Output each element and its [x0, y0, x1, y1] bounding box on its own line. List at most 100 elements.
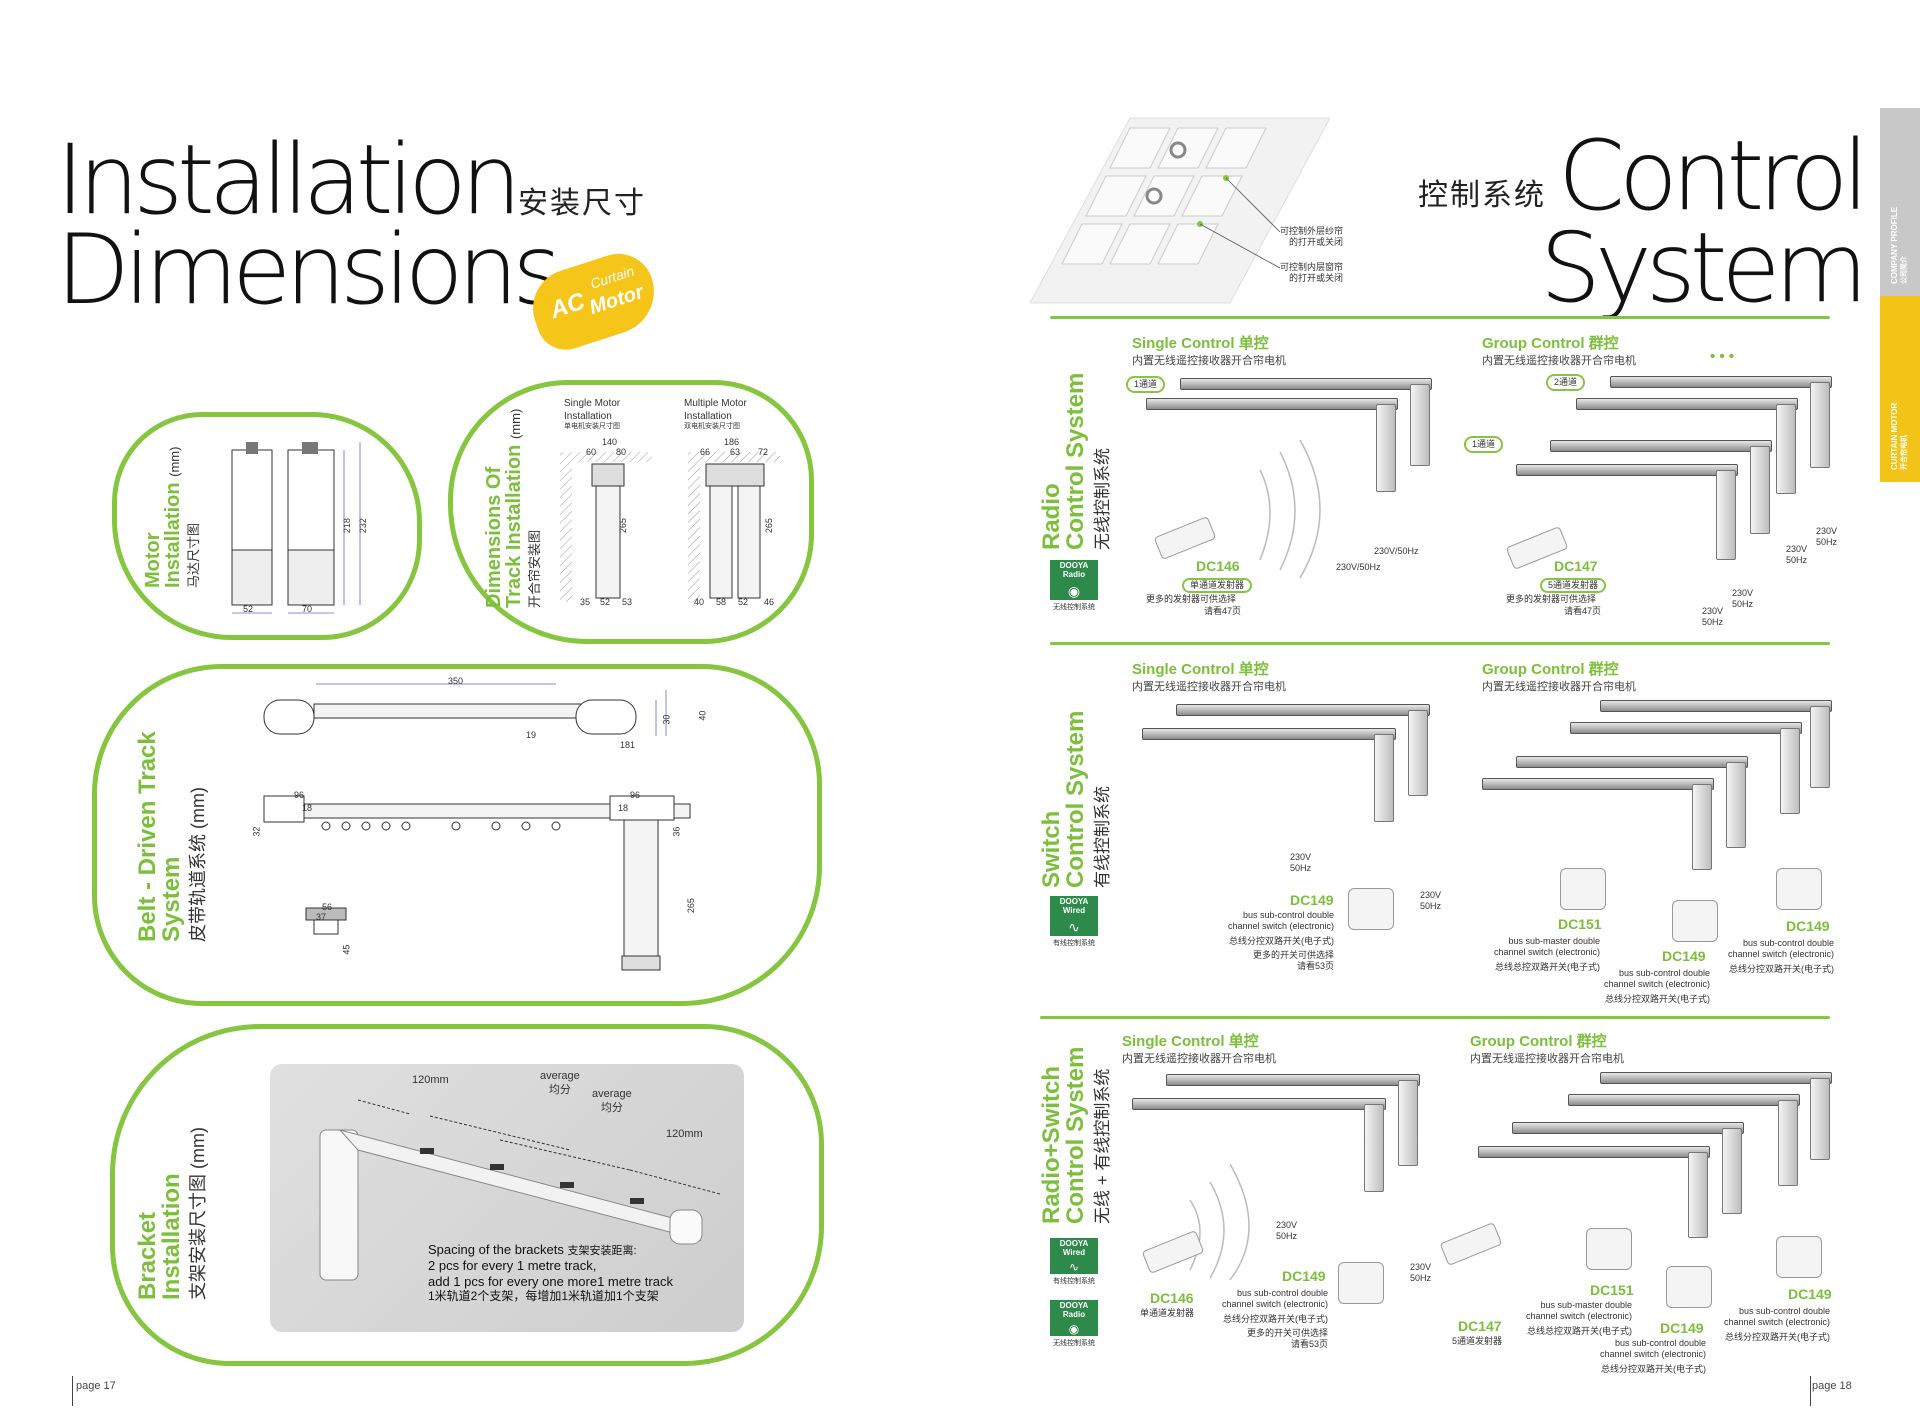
- bracket-unit: (mm): [188, 1127, 208, 1169]
- switch-dc149-desc2: channel switch (electronic): [1227, 921, 1334, 932]
- radio-dc146-more: 更多的发射器可供选择: [1146, 594, 1237, 604]
- multiple-motor-cn: 双电机安装尺寸图: [684, 423, 740, 430]
- combo-group-sub: 内置无线遥控接收器开合帘电机: [1470, 1053, 1624, 1065]
- combo-group-track-3: [1512, 1122, 1744, 1134]
- left-page-margin-line: [72, 1376, 73, 1406]
- divider-radio-top: [1050, 316, 1830, 319]
- radio-group-title-en: Group Control: [1482, 335, 1585, 352]
- combo-single-sub: 内置无线遥控接收器开合帘电机: [1122, 1053, 1276, 1065]
- switch-dc149b-cn: 总线分控双路开关(电子式): [1605, 993, 1710, 1004]
- switch-badge-logo: DOOYA: [1059, 897, 1089, 906]
- combo-dc151-desc1: bus sub-master double: [1540, 1300, 1632, 1310]
- spacing-line1: 2 pcs for every 1 metre track,: [428, 1258, 597, 1274]
- track-dim-265b: 265: [763, 518, 774, 534]
- combo-group-title-en: Group Control: [1470, 1033, 1573, 1050]
- combo-dc149b-cn: 总线分控双路开关(电子式): [1601, 1363, 1706, 1374]
- switch-dc149b-device: [1672, 900, 1718, 942]
- belt-dim-181: 181: [620, 740, 636, 750]
- combo-single-motor-1: [1398, 1080, 1418, 1166]
- switch-dc149-cn: 总线分控双路开关(电子式): [1229, 935, 1334, 946]
- switch-dc149b-model: DC149: [1662, 948, 1706, 964]
- belt-dim-19: 19: [526, 730, 537, 740]
- belt-dim-37: 37: [316, 912, 327, 922]
- single-motor-en: Single Motor: [564, 398, 621, 409]
- track-dimension-drawing: [560, 452, 780, 602]
- title-dimensions: Dimensions: [56, 214, 562, 326]
- radio-dc146-desc: 单通道发射器: [1182, 578, 1253, 594]
- motor-installation-label: Motor Installation (mm) 马达尺寸图: [142, 447, 202, 588]
- multiple-motor-en2: Installation: [684, 410, 732, 422]
- combo-dc149b-model: DC149: [1660, 1320, 1704, 1336]
- track-dim-140: 140: [602, 437, 618, 447]
- switch-dc149b-desc: bus sub-control double channel switch (e…: [1588, 968, 1710, 1005]
- track-dim-60: 60: [586, 447, 597, 457]
- combo-group-title: Group Control 群控: [1470, 1030, 1607, 1051]
- divider-combo-top: [1040, 1016, 1830, 1019]
- belt-dim-96a: 96: [294, 790, 305, 800]
- radio-group-power-2v: 230V: [1786, 544, 1808, 554]
- bracket-en1: Bracket: [134, 1211, 161, 1300]
- radio-group-channel-1: 1通道: [1464, 436, 1504, 454]
- switch-group-track-2: [1570, 722, 1802, 734]
- switch-group-title-en: Group Control: [1482, 661, 1585, 678]
- multiple-motor-en: Multiple Motor: [684, 398, 747, 409]
- radio-single-title-cn: 单控: [1238, 335, 1269, 352]
- switch-cn: 有线控制系统: [1093, 786, 1112, 888]
- switch-power-1hz: 50Hz: [1290, 863, 1312, 874]
- radio-single-motor-2: [1376, 404, 1396, 492]
- radio-group-power-4v: 230V: [1702, 606, 1724, 616]
- belt-driven-en1: Belt - Driven Track: [134, 731, 161, 942]
- track-dim-46: 46: [764, 597, 775, 607]
- switch-power-2hz: 50Hz: [1420, 901, 1442, 912]
- radio-single-track-1: [1180, 378, 1432, 390]
- radio-group-power-3v: 230V: [1732, 588, 1754, 598]
- combo-power-2v: 230V: [1410, 1262, 1432, 1272]
- track-dim-186: 186: [724, 437, 740, 447]
- sidebar-tab-company-profile[interactable]: COMPANY PROFILE 公司简介: [1880, 108, 1920, 296]
- switch-single-title-en: Single Control: [1132, 661, 1235, 678]
- dc146-remote: [1153, 516, 1217, 560]
- radio-group-power-3hz: 50Hz: [1732, 599, 1754, 610]
- radio-group-motor-4: [1716, 470, 1736, 560]
- motor-dim-218: 218: [341, 518, 352, 534]
- belt-dim-18b: 18: [618, 803, 629, 813]
- combo-dc151-desc2: channel switch (electronic): [1525, 1311, 1632, 1322]
- combo-dc149-desc: bus sub-control double channel switch (e…: [1206, 1288, 1328, 1350]
- switch-single-sub: 内置无线遥控接收器开合帘电机: [1132, 681, 1286, 693]
- multiple-motor-heading: Multiple Motor Installation 双电机安装尺寸图: [684, 398, 747, 432]
- radio-power-2: 230V/50Hz: [1336, 562, 1381, 572]
- track-dim-35: 35: [580, 597, 591, 607]
- spacing-title: Spacing of the brackets: [428, 1242, 564, 1257]
- belt-dim-96b: 96: [630, 790, 641, 800]
- belt-dim-32: 32: [251, 826, 262, 837]
- switch-group-motor-1: [1810, 706, 1830, 788]
- track-dimensions-en2: Track Installation: [503, 444, 525, 608]
- switch-single-title-cn: 单控: [1238, 661, 1269, 678]
- belt-dim-350: 350: [448, 676, 464, 686]
- combo-dc146-model: DC146: [1150, 1290, 1194, 1306]
- combo-single-track-1: [1166, 1074, 1420, 1086]
- motor-installation-en2: Installation: [162, 482, 184, 588]
- sidebar-active-cn: 开合帘电机: [1901, 435, 1908, 470]
- sidebar-tab-curtain-motor[interactable]: CURTAIN MOTOR 开合帘电机: [1880, 296, 1920, 482]
- combo-badge2-type: Radio: [1062, 1309, 1086, 1319]
- bracket-installation-panel: [110, 1024, 824, 1366]
- radio-single-title-en: Single Control: [1132, 335, 1235, 352]
- track-dim-58: 58: [716, 597, 727, 607]
- bracket-avg1-en: average: [540, 1070, 580, 1082]
- combo-group-track-1: [1600, 1072, 1832, 1084]
- combo-dc151-device: [1586, 1228, 1632, 1270]
- combo-dc151-cn: 总线总控双路开关(电子式): [1527, 1325, 1632, 1336]
- radio-group-power-1hz: 50Hz: [1816, 537, 1838, 548]
- combo-en2: Control System: [1062, 1046, 1089, 1224]
- track-dim-53: 53: [622, 597, 633, 607]
- title-control: Control: [1558, 120, 1869, 232]
- combo-dc147-model: DC147: [1458, 1318, 1502, 1334]
- combo-dc149c-device: [1776, 1236, 1822, 1278]
- switch-group-motor-2: [1780, 728, 1800, 814]
- radio-group-sub: 内置无线遥控接收器开合帘电机: [1482, 355, 1636, 367]
- wall-switch-panel-photo: [1030, 117, 1330, 304]
